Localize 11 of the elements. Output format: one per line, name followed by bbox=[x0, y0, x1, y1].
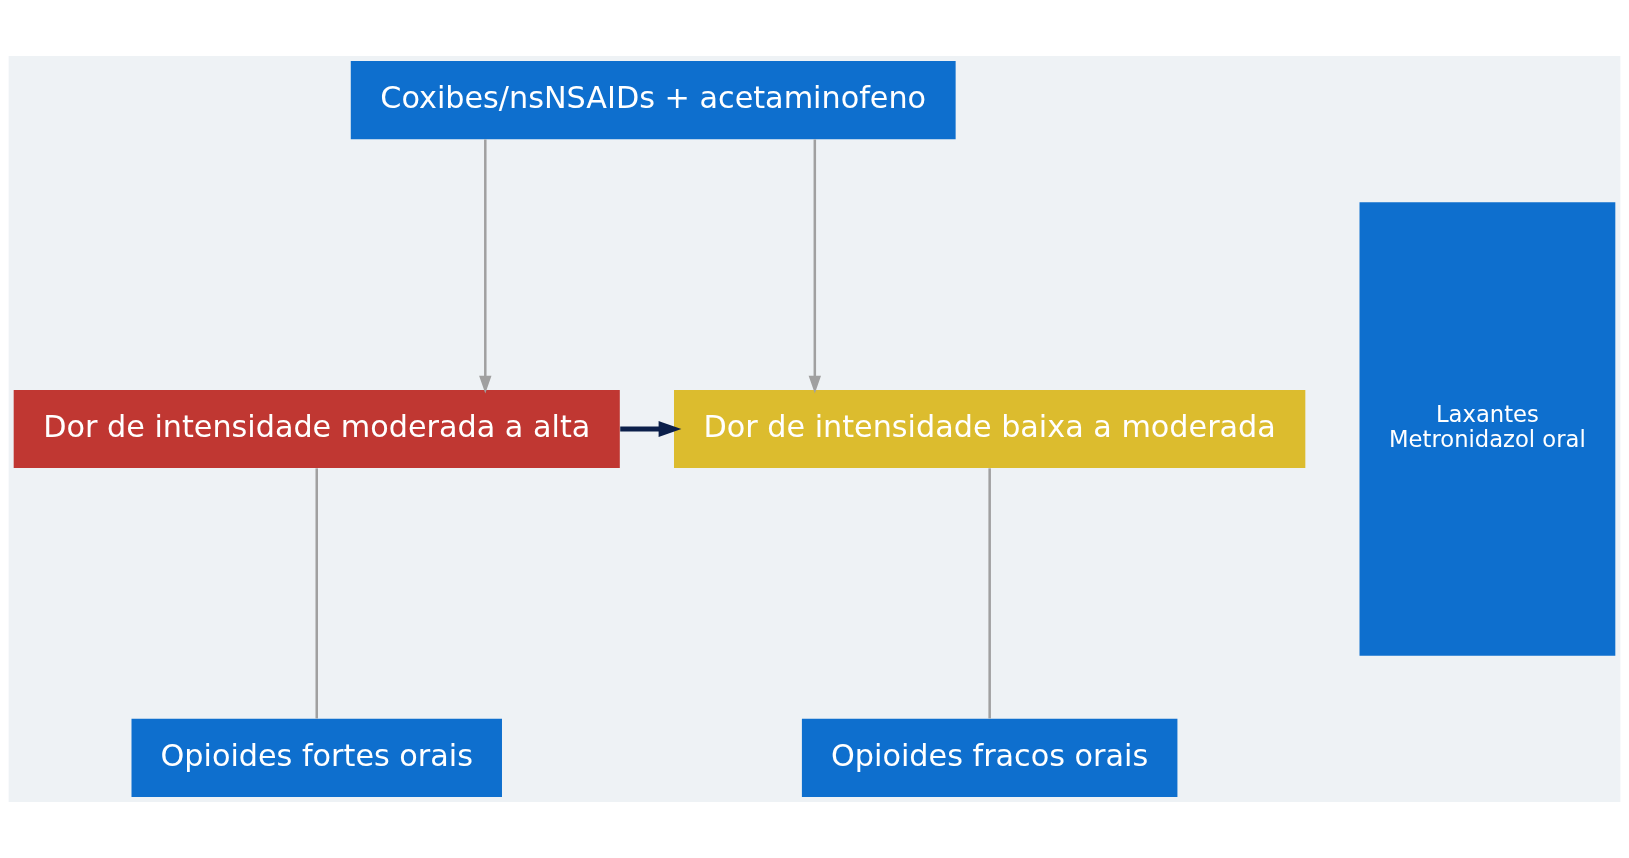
connector bbox=[988, 468, 991, 719]
arrow bbox=[808, 139, 821, 394]
node-box: Dor de intensidade moderada a alta bbox=[13, 389, 620, 469]
node-box: Dor de intensidade baixa a moderada bbox=[674, 389, 1306, 469]
node-box: Laxantes Metronidazol oral bbox=[1359, 202, 1616, 656]
arrow bbox=[620, 421, 682, 437]
arrow bbox=[479, 139, 492, 394]
node-box: Opioides fortes orais bbox=[131, 718, 502, 797]
connector bbox=[315, 468, 318, 719]
node-box: Opioides fracos orais bbox=[801, 718, 1178, 797]
node-box: Coxibes/nsNSAIDs + acetaminofeno bbox=[350, 61, 956, 140]
